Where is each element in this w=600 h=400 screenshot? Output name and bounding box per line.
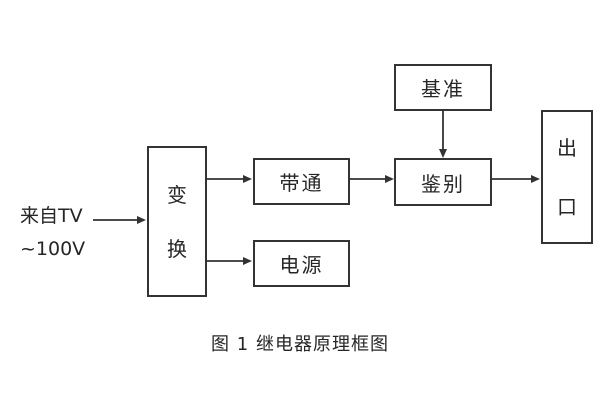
- block-bandpass-label: 带通: [279, 171, 324, 195]
- input-source-line2: ~100V: [20, 238, 86, 260]
- block-discriminator-label: 鉴别: [421, 171, 465, 196]
- arrow-transform-to-power: [207, 257, 252, 265]
- block-bandpass: 带通: [253, 158, 350, 205]
- block-output-char1: 出: [557, 135, 577, 160]
- block-power: 电源: [253, 240, 350, 287]
- input-source-label: 来自TV ~100V: [20, 200, 85, 266]
- figure-caption: 图 1 继电器原理框图: [211, 334, 389, 355]
- block-output: 出 口: [541, 110, 593, 244]
- block-transform-char1: 变: [167, 182, 187, 207]
- block-power-label: 电源: [279, 253, 324, 277]
- block-transform: 变 换: [147, 146, 207, 297]
- arrow-discriminator-to-output: [492, 175, 540, 183]
- arrow-input-to-transform: [93, 216, 146, 224]
- block-reference-label: 基准: [421, 77, 465, 101]
- block-reference: 基准: [394, 64, 492, 111]
- block-discriminator: 鉴别: [394, 158, 492, 206]
- arrow-bandpass-to-discriminator: [350, 175, 394, 183]
- block-transform-char2: 换: [167, 236, 187, 261]
- block-output-char2: 口: [557, 194, 577, 219]
- input-source-line1: 来自TV: [20, 205, 83, 227]
- arrow-reference-to-discriminator: [439, 111, 447, 158]
- arrow-transform-to-bandpass: [207, 175, 252, 183]
